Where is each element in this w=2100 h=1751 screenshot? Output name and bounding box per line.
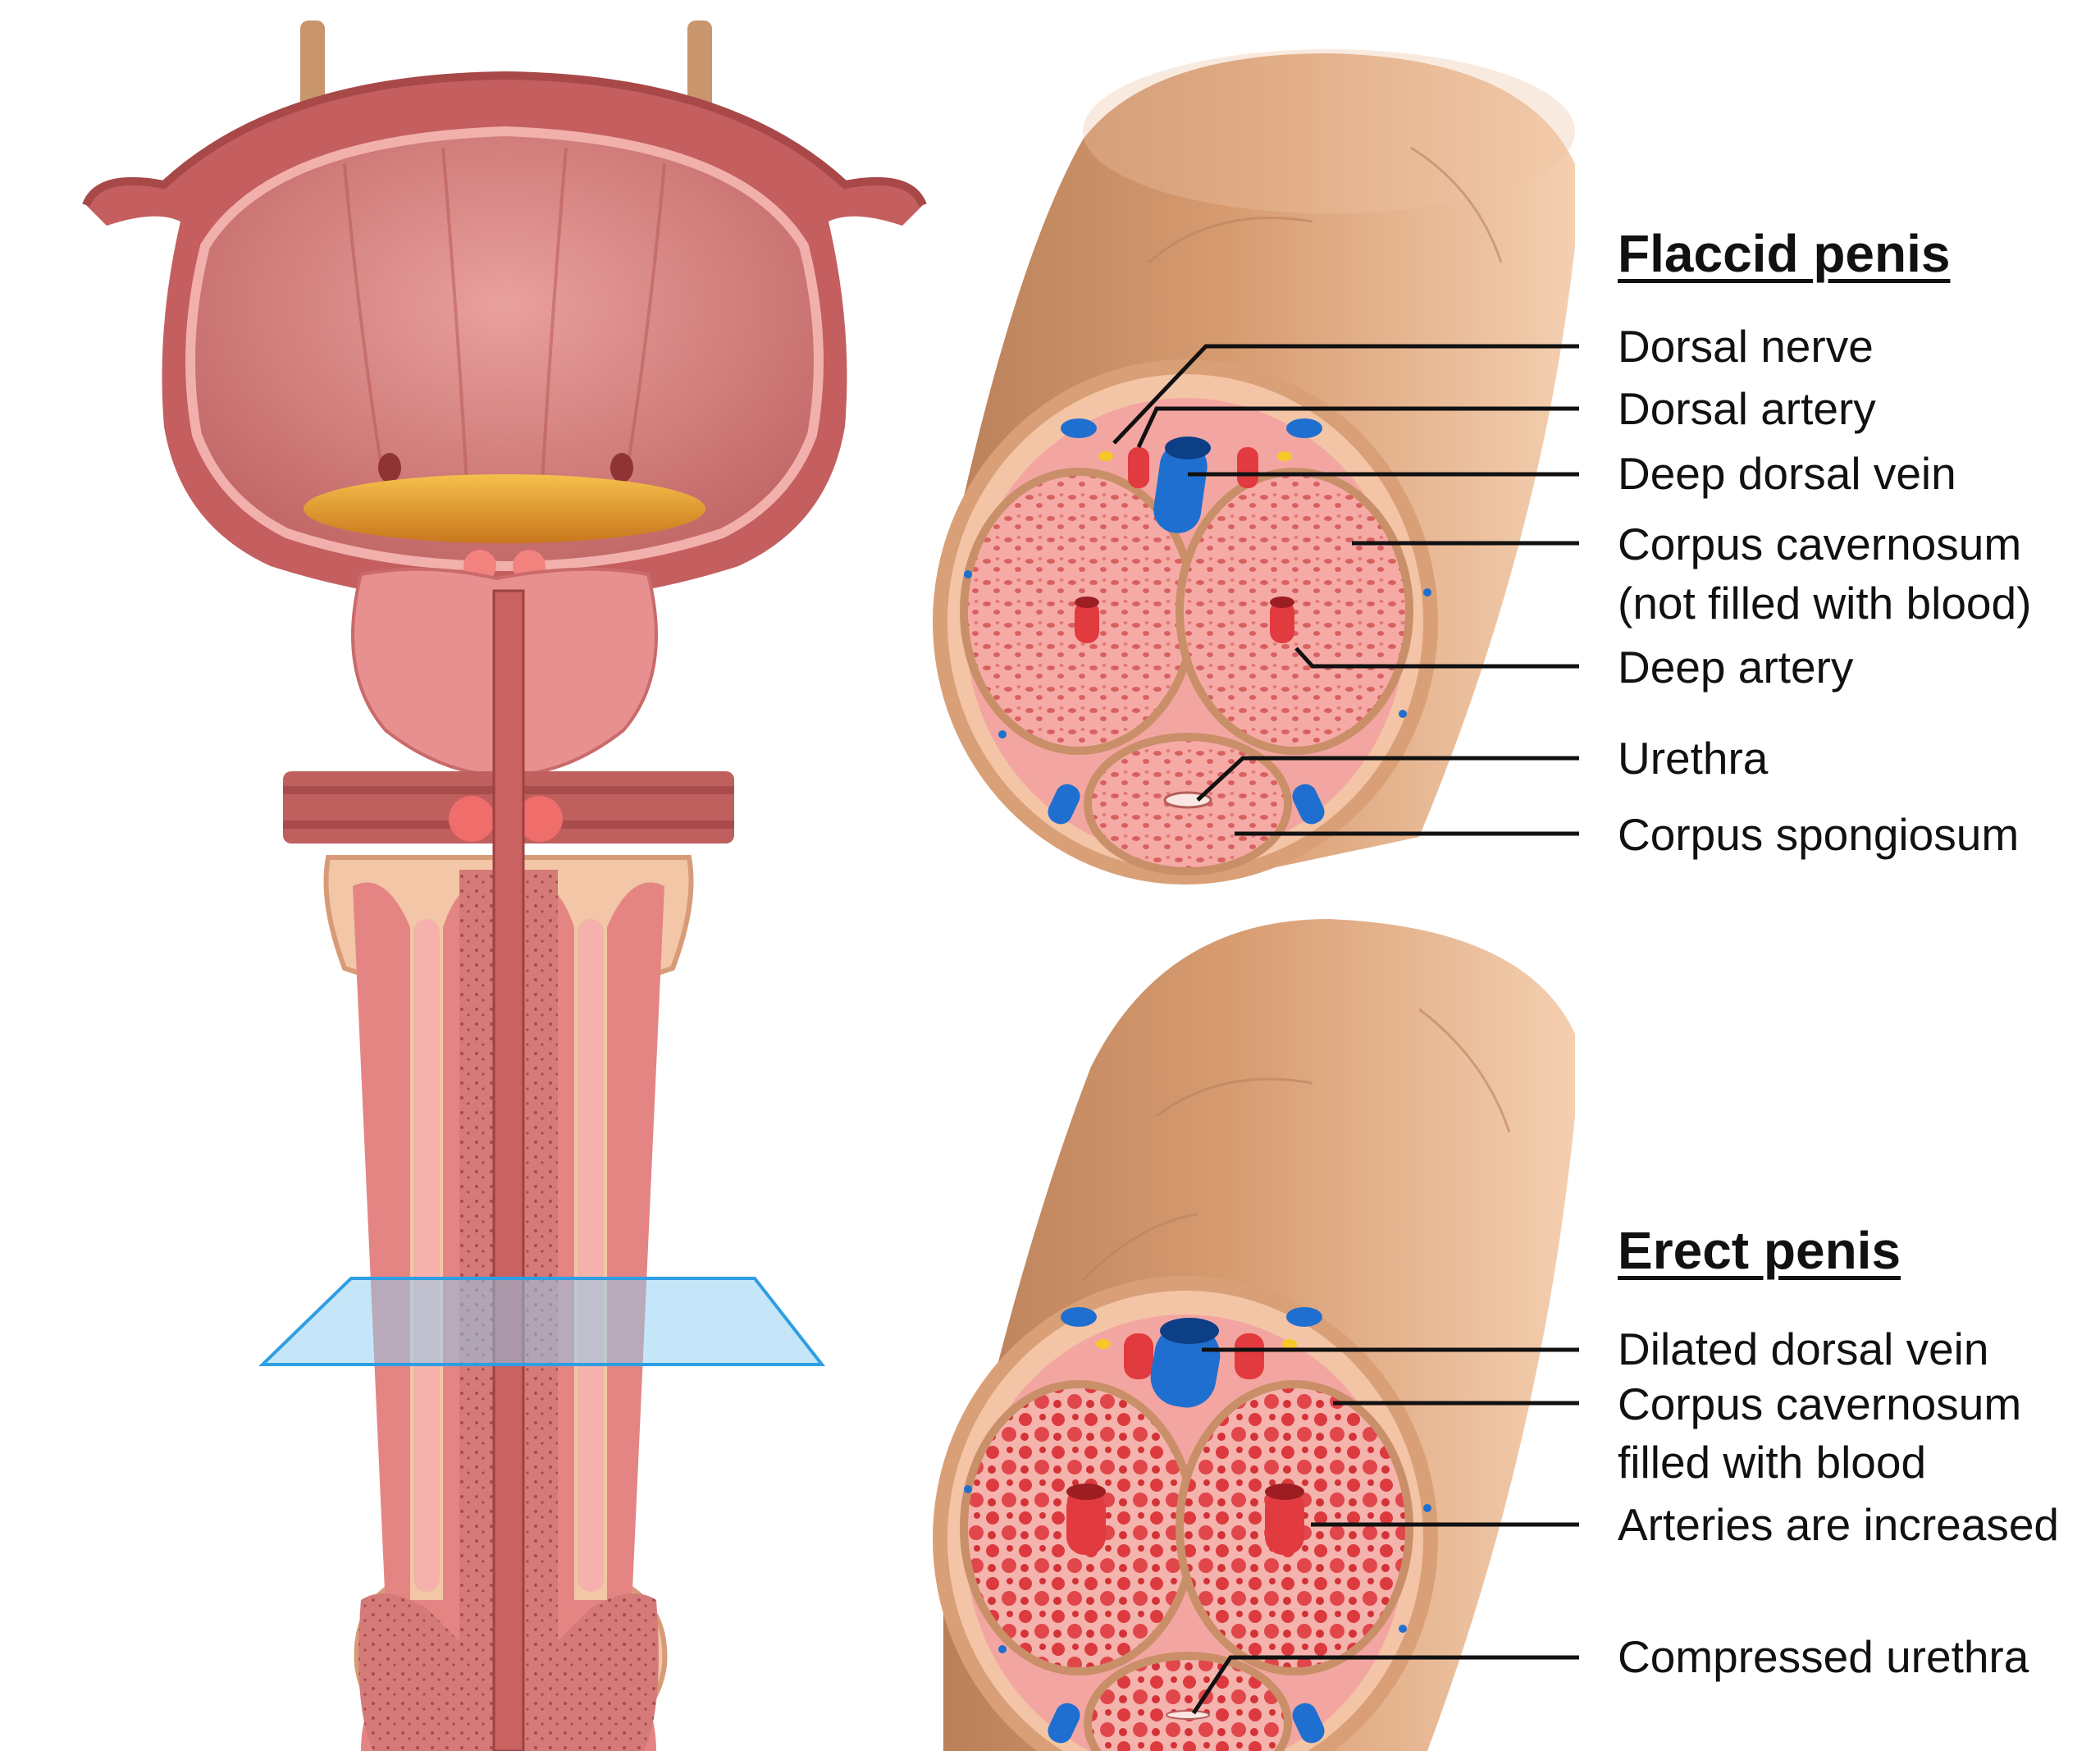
label-filled-with-blood: filled with blood <box>1618 1437 1927 1488</box>
label-deep-dorsal-vein: Deep dorsal vein <box>1618 448 1956 499</box>
label-arteries-increased: Arteries are increased <box>1618 1499 2060 1550</box>
leader-deep-artery <box>1294 647 1579 669</box>
label-corpus-cavernosum-note: (not filled with blood) <box>1618 578 2032 629</box>
label-dorsal-nerve: Dorsal nerve <box>1618 321 1874 372</box>
bladder-and-penis-longitudinal <box>82 21 927 1751</box>
label-dorsal-artery: Dorsal artery <box>1618 383 1876 434</box>
label-compressed-urethra: Compressed urethra <box>1618 1631 2029 1682</box>
section-plane <box>258 1277 826 1366</box>
label-corpus-cavernosum-erect: Corpus cavernosum <box>1618 1378 2022 1429</box>
label-urethra: Urethra <box>1618 733 1769 784</box>
leader-compressed-urethra <box>1191 1655 1579 1715</box>
flaccid-heading: Flaccid penis <box>1618 224 1951 283</box>
flaccid-cross-section <box>933 49 1575 885</box>
leader-dorsal-nerve <box>1112 344 1579 445</box>
label-deep-artery: Deep artery <box>1618 642 1854 693</box>
label-dilated-dorsal-vein: Dilated dorsal vein <box>1618 1324 1989 1374</box>
label-corpus-spongiosum: Corpus spongiosum <box>1618 809 2020 860</box>
leader-lines <box>1112 344 1579 1715</box>
erect-cross-section <box>933 919 1575 1751</box>
leader-dorsal-artery <box>1136 406 1579 449</box>
leader-urethra <box>1196 756 1579 802</box>
label-corpus-cavernosum: Corpus cavernosum <box>1618 519 2022 569</box>
erect-heading: Erect penis <box>1618 1221 1901 1280</box>
